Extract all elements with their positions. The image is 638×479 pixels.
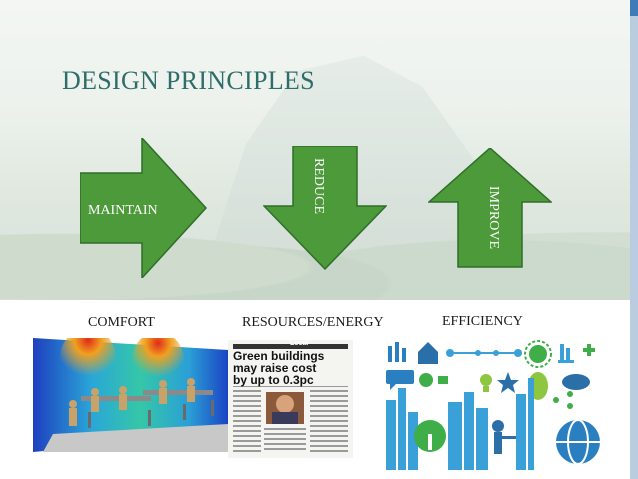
newspaper-clipping-image: Local Green buildings may raise cost by … (228, 340, 353, 458)
speech-bubble-icon (386, 370, 414, 384)
bar-chart-icon (388, 342, 406, 362)
maintain-label: MAINTAIN (88, 203, 158, 218)
right-edge-stripe (630, 0, 638, 479)
comfort-caption: COMFORT (88, 315, 155, 330)
improve-label: IMPROVE (486, 186, 501, 250)
arrow-line-icon (446, 349, 522, 357)
sun-icon (524, 340, 552, 368)
bulb-icon (480, 374, 492, 386)
efficiency-icons-image (378, 338, 610, 474)
reduce-label: REDUCE (311, 158, 326, 214)
star-icon (497, 372, 519, 393)
comfort-simulation-image (33, 338, 228, 452)
recycle-icon (419, 373, 433, 387)
truck-icon (438, 376, 448, 384)
person-plug-icon (492, 420, 516, 454)
house-icon (418, 342, 438, 364)
right-edge-tab (630, 0, 638, 16)
improve-arrow (428, 148, 552, 268)
maintain-arrow (80, 138, 208, 278)
slide-title: DESIGN PRINCIPLES (62, 66, 315, 95)
newspaper-section-header: Local (290, 340, 309, 347)
reduce-arrow (263, 146, 387, 270)
city-buildings-icon (386, 378, 534, 470)
share-icon (553, 391, 573, 409)
resources-caption: RESOURCES/ENERGY (242, 315, 384, 330)
newspaper-headline-3: by up to 0.3pc (233, 373, 314, 387)
factory-icon (558, 344, 574, 363)
plus-icon (583, 344, 595, 356)
newspaper-headline-2: may raise cost (233, 361, 317, 375)
efficiency-caption: EFFICIENCY (442, 314, 523, 329)
newspaper-headline-1: Green buildings (233, 349, 325, 363)
cloud-icon (562, 374, 590, 390)
